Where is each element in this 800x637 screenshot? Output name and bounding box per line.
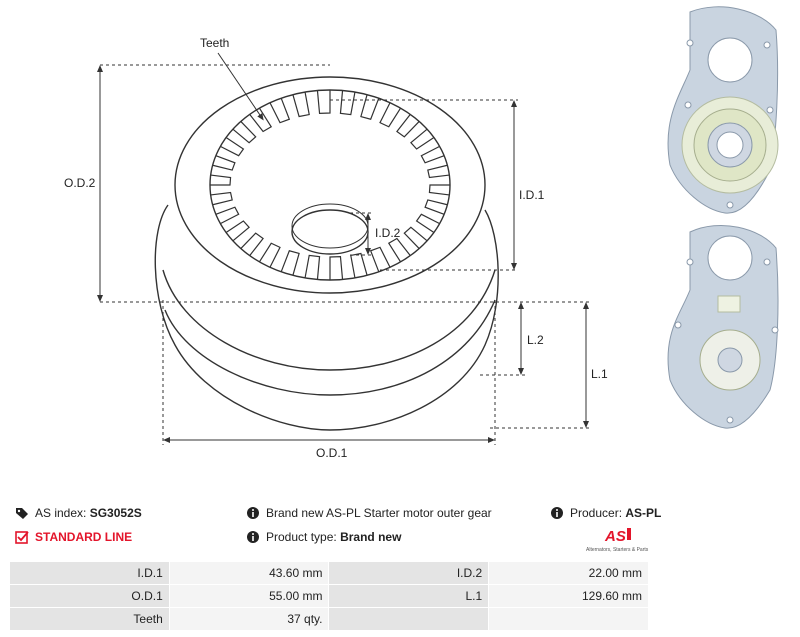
gear-body-lower: [154, 204, 499, 431]
product-photo-back: [667, 225, 779, 429]
gear-tooth: [232, 121, 257, 144]
as-index-label: AS index:: [35, 506, 87, 520]
gear-tooth: [258, 242, 281, 268]
table-row: O.D.1 55.00 mm L.1 129.60 mm: [9, 584, 649, 608]
spec-value: 43.60 mm: [168, 561, 330, 585]
product-description: Brand new AS-PL Starter motor outer gear: [266, 506, 492, 520]
spec-label: O.D.1: [9, 584, 170, 608]
gear-tooth: [387, 237, 411, 263]
gear-tooth: [379, 102, 402, 128]
product-type-label: Product type:: [266, 530, 337, 544]
label-id2: I.D.2: [375, 226, 401, 240]
gear-tooth: [403, 226, 428, 249]
spec-value: 37 qty.: [168, 607, 330, 631]
product-info: AS index: SG3052S STANDARD LINE Brand ne…: [0, 500, 800, 560]
gear-tooth: [316, 90, 331, 115]
info-icon: [551, 507, 563, 519]
gear-diagram: Teeth O.D.2 I.D.1 I.D.2 L.2 L.1 O.D.1: [64, 6, 779, 460]
spec-value: 55.00 mm: [168, 584, 330, 608]
gear-tooth: [280, 250, 300, 276]
gear-tooth: [304, 254, 321, 280]
checkbox-icon: [15, 531, 29, 544]
spec-label: I.D.1: [9, 561, 170, 585]
gear-tooth: [240, 232, 264, 256]
gear-ring-outer: [174, 76, 486, 294]
gear-tooth: [329, 255, 344, 280]
producer-label: Producer:: [570, 506, 623, 520]
product-type-row: Product type: Brand new: [246, 530, 401, 544]
product-photo-front: [667, 6, 779, 214]
line-row: STANDARD LINE: [15, 530, 132, 544]
label-od2: O.D.2: [64, 176, 96, 190]
gear-tooth: [215, 206, 240, 225]
label-id1: I.D.1: [519, 188, 545, 202]
gear-tooth: [220, 137, 245, 157]
table-row: Teeth 37 qty.: [9, 607, 649, 631]
gear-tooth: [396, 114, 420, 138]
gear-tooth: [350, 252, 368, 279]
standard-line-label: STANDARD LINE: [35, 530, 133, 544]
spec-label: [328, 607, 490, 631]
gear-tooth: [415, 213, 440, 233]
label-teeth: Teeth: [200, 36, 229, 50]
logo-text: AS: [604, 528, 626, 545]
gear-tooth: [269, 97, 291, 124]
gear-tooth: [249, 107, 273, 133]
tags-icon: [16, 508, 28, 519]
spec-label: L.1: [328, 584, 490, 608]
gear-tooth: [427, 164, 450, 179]
spec-value: 129.60 mm: [488, 584, 649, 608]
producer-row: Producer: AS-PL: [550, 506, 661, 520]
label-od1: O.D.1: [316, 446, 348, 460]
gear-tooth: [339, 90, 356, 116]
gear-tooth: [420, 145, 445, 164]
producer-value: AS-PL: [625, 506, 662, 520]
gear-tooth: [292, 91, 310, 118]
table-row: I.D.1 43.60 mm I.D.2 22.00 mm: [9, 561, 649, 585]
description-row: Brand new AS-PL Starter motor outer gear: [246, 506, 492, 520]
specs-table: I.D.1 43.60 mm I.D.2 22.00 mm O.D.1 55.0…: [9, 561, 649, 631]
label-l1: L.1: [591, 367, 608, 381]
product-type-value: Brand new: [340, 530, 402, 544]
gear-tooth: [428, 184, 450, 196]
spec-value: 22.00 mm: [488, 561, 649, 585]
gear-tooth: [212, 155, 236, 171]
gear-ring-inner: [209, 89, 451, 281]
hub-hole: [291, 209, 369, 255]
gear-tooth: [369, 246, 391, 273]
label-l2: L.2: [527, 333, 544, 347]
as-index-value: SG3052S: [89, 506, 142, 520]
gear-tooth: [210, 191, 233, 206]
spec-value: [488, 607, 649, 631]
gear-tooth: [424, 199, 448, 215]
gear-tooth: [210, 174, 232, 186]
gear-tooth: [360, 94, 380, 120]
spec-label: Teeth: [9, 607, 170, 631]
spec-label: I.D.2: [328, 561, 490, 585]
as-index-row: AS index: SG3052S: [15, 506, 142, 520]
info-icon: [247, 507, 259, 519]
brand-logo: AS Alternators, Starters & Parts: [583, 524, 653, 554]
logo-subtitle: Alternators, Starters & Parts: [586, 547, 649, 553]
gear-tooth: [225, 220, 250, 242]
gear-tooth: [410, 128, 435, 150]
info-icon: [247, 531, 259, 543]
